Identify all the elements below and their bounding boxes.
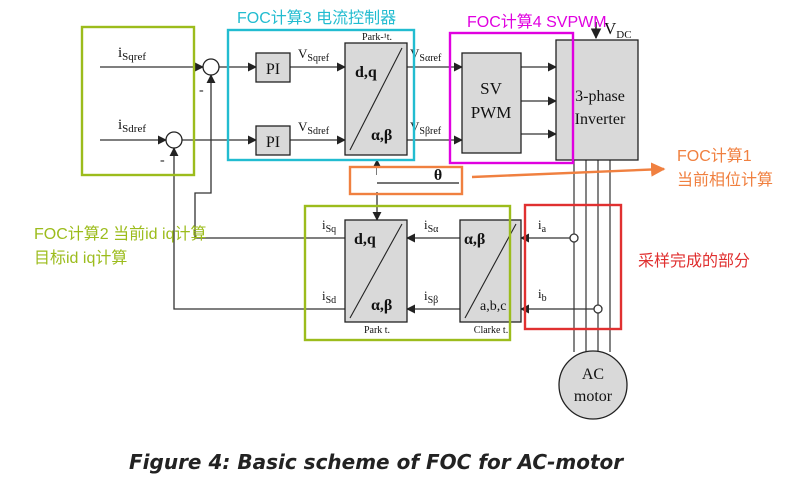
- sampling-frame: [523, 203, 623, 331]
- isq-label: iSq: [322, 217, 336, 235]
- park-top: d,q: [354, 231, 376, 248]
- isbeta-label: iSβ: [424, 288, 438, 306]
- inverter-block: [555, 39, 639, 161]
- clarke-bottom: a,b,c: [480, 299, 506, 314]
- park-diagonal: [349, 223, 403, 319]
- foc3-frame: [226, 28, 416, 162]
- park-bottom: α,β: [371, 297, 392, 314]
- sum-junction-bottom: [165, 131, 183, 149]
- inverter-line2: Inverter: [575, 111, 626, 128]
- vdc-label: VDC: [604, 19, 632, 41]
- clarke-top: α,β: [464, 231, 485, 248]
- foc1-frame: [348, 165, 464, 196]
- sum-top-sign: -: [199, 83, 204, 98]
- signal-wires: [100, 62, 598, 314]
- svpwm-line2: PWM: [471, 103, 512, 122]
- inverse-park-caption: Park-¹t.: [362, 32, 392, 43]
- foc4-annotation: FOC计算4 SVPWM: [467, 12, 607, 31]
- isd-label: iSd: [322, 288, 336, 306]
- vsqref-label: VSqref: [298, 46, 330, 64]
- theta-block: [377, 166, 459, 192]
- ib-sensor-tap: [593, 304, 603, 314]
- motor-line1: AC: [582, 366, 604, 383]
- svpwm-line1: SV: [480, 79, 502, 98]
- svpwm-block: [461, 52, 522, 154]
- foc4-frame: [448, 31, 575, 165]
- foc2-annotation-line2: 目标id iq计算: [34, 248, 127, 267]
- isqref-label: iSqref: [118, 45, 146, 63]
- foc1-annotation-line2: 当前相位计算: [677, 170, 773, 189]
- theta-label: θ: [434, 167, 442, 184]
- inverse-park-block: [344, 42, 408, 156]
- ib-label: ib: [538, 286, 547, 304]
- park-caption: Park t.: [364, 325, 390, 336]
- inverse-park-top: d,q: [355, 64, 377, 81]
- inverse-park-diagonal: [349, 47, 403, 151]
- ia-label: ia: [538, 217, 547, 235]
- isdref-label: iSdref: [118, 117, 146, 135]
- inverse-park-bottom: α,β: [371, 127, 392, 144]
- sampling-annotation: 采样完成的部分: [638, 252, 750, 270]
- foc2-annotation-line1: FOC计算2 当前id iq计算: [34, 224, 206, 243]
- sum-bottom-sign: -: [160, 153, 165, 168]
- foc1-pointer-arrow: [471, 162, 666, 179]
- pi-top-label: PI: [266, 61, 280, 78]
- figure-caption: Figure 4: Basic scheme of FOC for AC-mot…: [129, 450, 624, 474]
- pi-block-top: [255, 52, 291, 83]
- foc3-annotation: FOC计算3 电流控制器: [237, 8, 396, 27]
- power-rails: [573, 160, 611, 352]
- foc1-annotation-line1: FOC计算1: [677, 146, 752, 165]
- clarke-caption: Clarke t.: [474, 325, 508, 336]
- foc2-frame-left: [80, 25, 196, 177]
- pi-block-bottom: [255, 125, 291, 156]
- ac-motor: [558, 350, 628, 420]
- clarke-diagonal: [464, 223, 517, 319]
- foc2-frame-right: [303, 204, 512, 342]
- inverter-line1: 3-phase: [575, 88, 625, 105]
- motor-line2: motor: [574, 388, 613, 405]
- ia-sensor-tap: [569, 233, 579, 243]
- isalpha-label: iSα: [424, 217, 439, 235]
- pi-bottom-label: PI: [266, 134, 280, 151]
- vsdref-label: VSdref: [298, 119, 330, 137]
- sum-junction-top: [202, 58, 220, 76]
